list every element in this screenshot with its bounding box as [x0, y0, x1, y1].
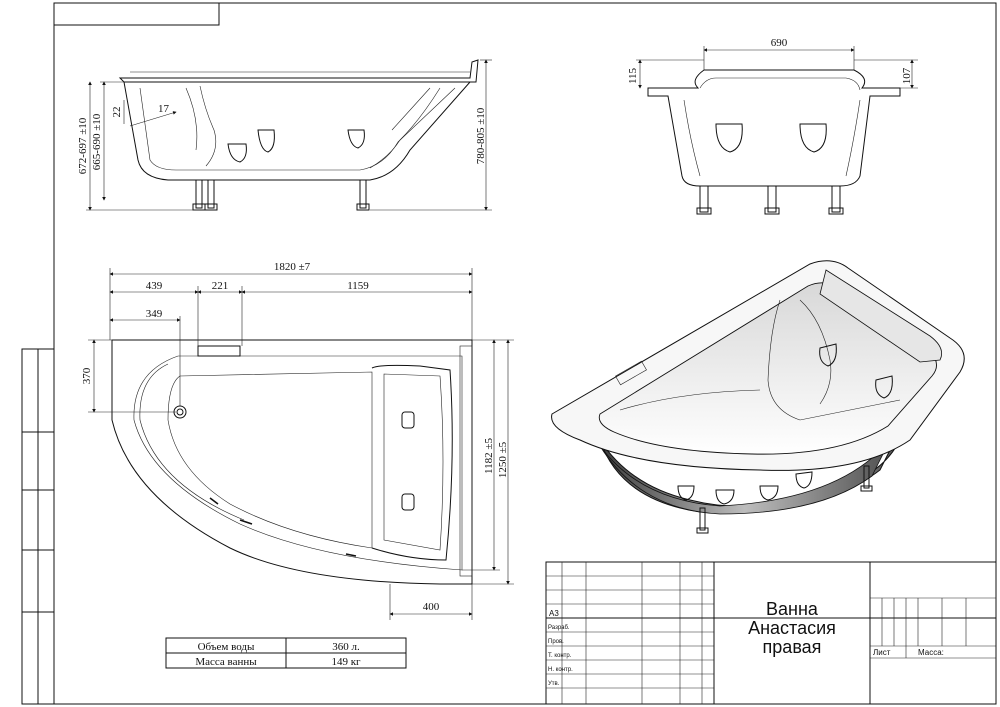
- format-label: А3: [549, 609, 559, 618]
- spec-row-value: 149 кг: [331, 656, 361, 668]
- front-dim-right: 107: [901, 67, 913, 84]
- mass-label: Масса:: [918, 648, 944, 657]
- role-label: Пров.: [548, 639, 564, 645]
- spec-table: Объем воды 360 л. Масса ванны 149 кг: [165, 637, 407, 669]
- plan-dim-e: 370: [81, 367, 93, 384]
- spec-row-label: Объем воды: [198, 641, 255, 653]
- drawing-title-line: Ванна: [766, 599, 819, 619]
- sheet-frame: [21, 2, 997, 705]
- plan-dim-g: 1250 ±5: [497, 441, 509, 478]
- plan-dim-total: 1820 ±7: [274, 261, 311, 273]
- plan-dim-h: 400: [423, 601, 440, 613]
- plan-dim-b: 221: [212, 280, 229, 292]
- side-dim-17: 17: [158, 103, 170, 115]
- isometric-view: [551, 260, 965, 534]
- role-label: Утв.: [548, 681, 560, 687]
- plan-dim-a: 439: [146, 280, 163, 292]
- side-view: 672-697 ±10 665-690 ±10 780-805 ±10 22 1…: [77, 59, 492, 211]
- side-dim-right: 780-805 ±10: [475, 107, 487, 164]
- side-dim-22: 22: [111, 107, 123, 118]
- title-block: А3 Разраб. Пров. Т. контр. Н. контр. Утв…: [545, 561, 997, 705]
- front-view: 690 115 107: [627, 37, 918, 215]
- drawing-title-line: Анастасия: [748, 618, 836, 638]
- plan-dim-f: 1182 ±5: [483, 438, 495, 474]
- front-dim-left: 115: [627, 67, 639, 84]
- plan-view: 1820 ±7 439 221 1159 349 370 1182 ±5 125…: [81, 261, 514, 620]
- role-label: Т. контр.: [548, 653, 572, 659]
- side-dim-left-inner: 665-690 ±10: [91, 113, 103, 170]
- plan-dim-c: 1159: [347, 280, 369, 292]
- spec-row-value: 360 л.: [332, 641, 360, 653]
- spec-row-label: Масса ванны: [195, 656, 257, 668]
- sheet-label: Лист: [873, 648, 891, 657]
- plan-dim-d: 349: [146, 308, 163, 320]
- role-label: Н. контр.: [548, 667, 573, 673]
- front-dim-width: 690: [771, 37, 788, 49]
- drawing-title-line: правая: [763, 637, 822, 657]
- role-label: Разраб.: [548, 625, 570, 631]
- side-dim-left-outer: 672-697 ±10: [77, 117, 89, 174]
